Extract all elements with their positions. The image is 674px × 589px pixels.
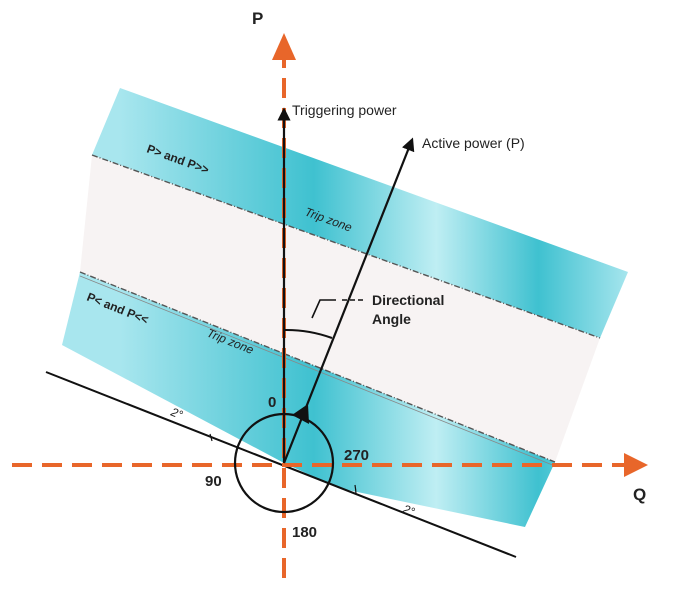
- q-axis-arrowhead: [624, 453, 648, 477]
- rotation-circle: [233, 412, 335, 514]
- angle-0-label: 0: [268, 394, 276, 411]
- triggering-power-label: Triggering power: [292, 102, 397, 118]
- directional-angle-label-1: Directional: [372, 292, 444, 308]
- directional-angle-leader: [311, 299, 336, 319]
- lower-boundary-line-2: [79, 275, 556, 467]
- directional-angle-arc: [283, 328, 333, 339]
- deg-arc-right: [354, 484, 357, 495]
- angle-270-label: 270: [344, 447, 369, 464]
- upper-boundary-line: [91, 154, 601, 339]
- lower-boundary-line: [79, 271, 556, 463]
- angle-90-label: 90: [205, 473, 222, 490]
- rotation-arrowhead: [292, 404, 309, 424]
- p-axis-arrowhead: [272, 33, 296, 60]
- active-power-label: Active power (P): [422, 135, 525, 151]
- deg-arc-left: [209, 433, 213, 442]
- deg-label-left: 2°: [168, 404, 185, 422]
- deg-label-right: 2°: [400, 501, 417, 519]
- q-axis-label: Q: [633, 485, 646, 504]
- angle-180-label: 180: [292, 524, 317, 541]
- p-axis-label: P: [252, 9, 263, 28]
- neutral-band: [80, 155, 600, 462]
- base-line: [45, 371, 517, 558]
- upper-trip-band: [92, 88, 628, 338]
- directional-angle-label-2: Angle: [372, 311, 411, 327]
